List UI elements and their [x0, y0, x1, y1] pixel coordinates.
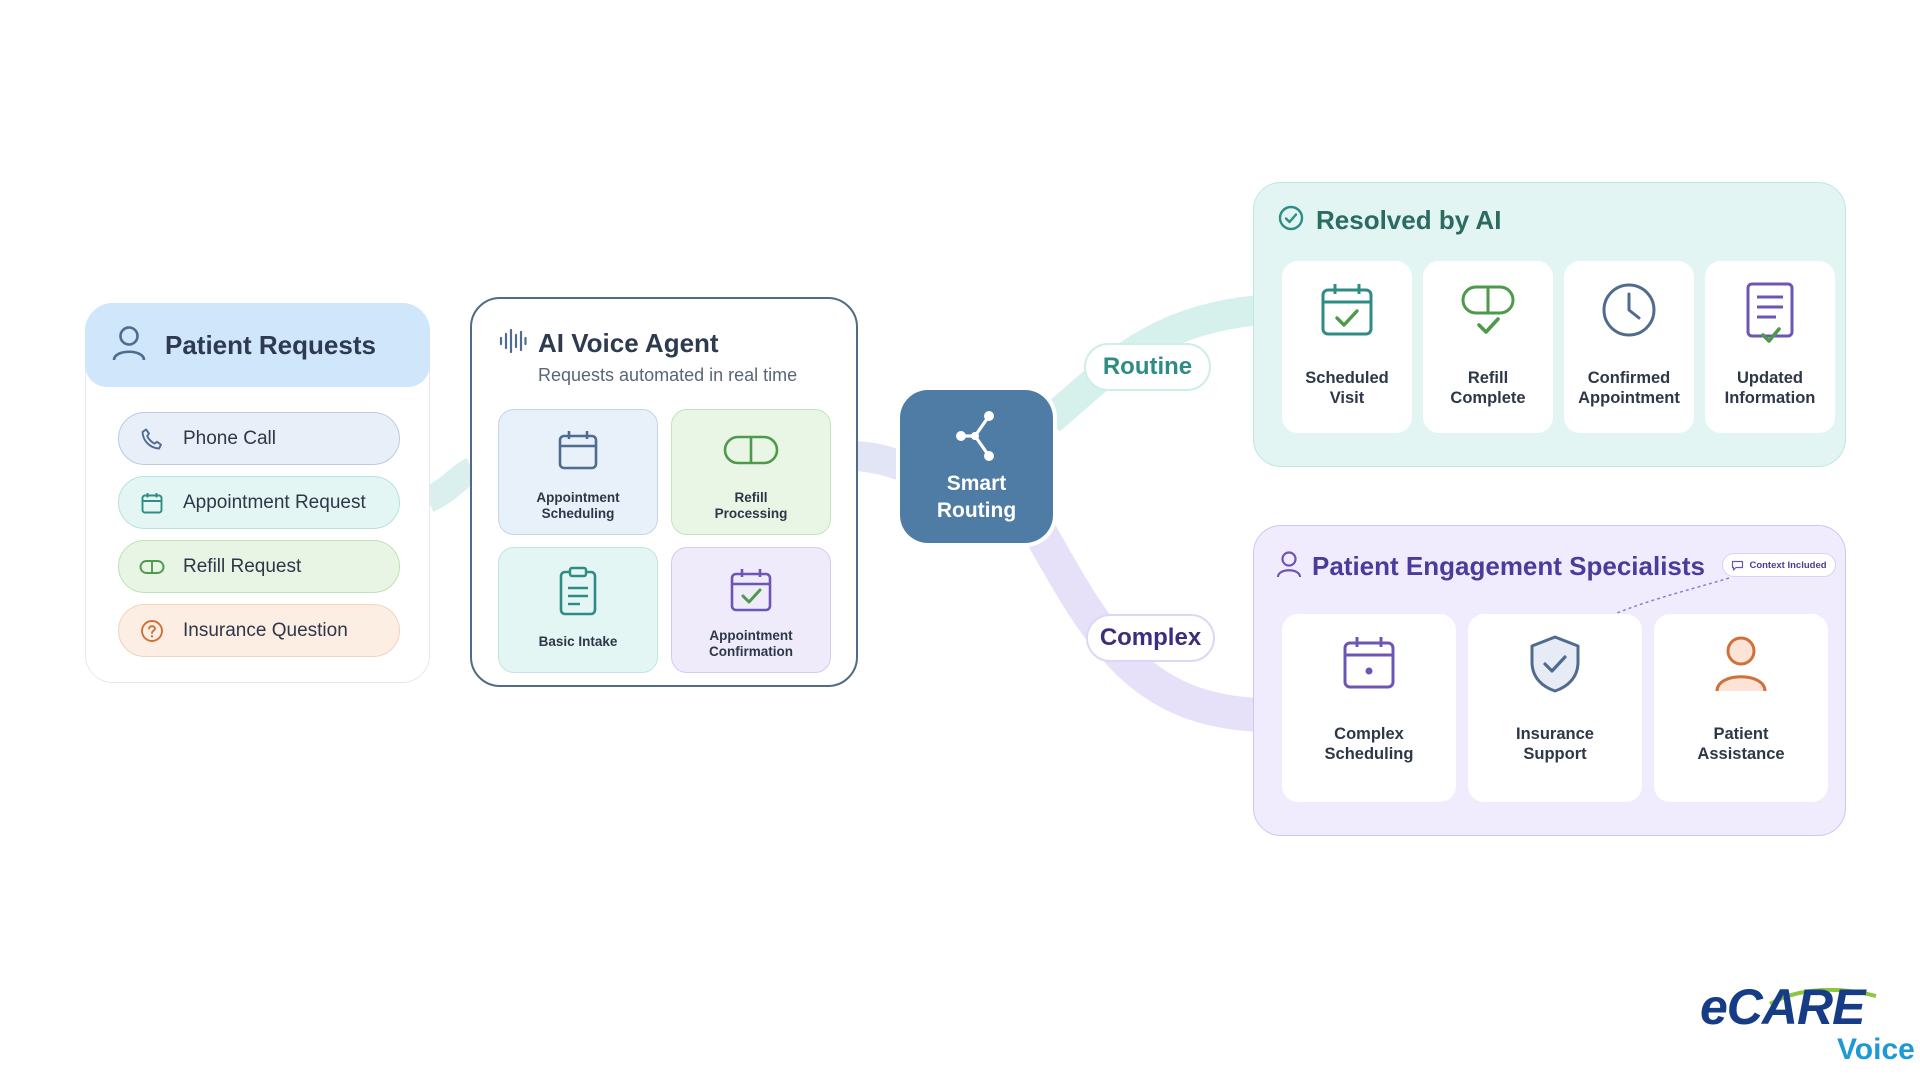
- badge-label: Context Included: [1749, 559, 1827, 571]
- card-confirmed-appointment[interactable]: Confirmed Appointment: [1564, 261, 1694, 433]
- request-refill[interactable]: Refill Request: [118, 540, 400, 593]
- request-label: Refill Request: [183, 555, 302, 577]
- clipboard-icon: [499, 566, 657, 616]
- specialists-title: Patient Engagement Specialists: [1312, 551, 1706, 581]
- tile-label: Refill Processing: [714, 490, 788, 521]
- tile-label: Basic Intake: [538, 634, 618, 649]
- logo-subtitle: Voice: [1837, 1033, 1915, 1066]
- flow-agent-to-router: [854, 441, 907, 481]
- card-label: Patient Assistance: [1697, 725, 1785, 763]
- card-label: Confirmed Appointment: [1578, 369, 1680, 407]
- card-updated-information[interactable]: Updated Information: [1705, 261, 1835, 433]
- shield-check-icon: [1468, 634, 1642, 694]
- smart-routing-node[interactable]: Smart Routing: [900, 390, 1053, 543]
- resolved-header: Resolved by AI: [1278, 205, 1501, 236]
- context-included-badge: Context Included: [1722, 553, 1836, 577]
- agent-title: AI Voice Agent: [538, 328, 719, 358]
- patient-requests-header: Patient Requests: [85, 303, 430, 387]
- pill-check-icon: [1423, 281, 1553, 341]
- logo-wordmark: eCARE: [1700, 979, 1865, 1035]
- chat-bubble-icon: [1731, 560, 1744, 571]
- flow-requests-to-agent: [422, 458, 478, 512]
- soundwave-icon: [498, 327, 528, 360]
- agent-subtitle: Requests automated in real time: [538, 365, 798, 385]
- tile-refill-processing[interactable]: Refill Processing: [671, 409, 831, 535]
- person-icon: [1654, 634, 1828, 694]
- logo-swoosh: [1769, 987, 1877, 1006]
- phone-icon: [139, 426, 165, 452]
- patient-requests-title: Patient Requests: [165, 329, 376, 360]
- request-label: Phone Call: [183, 427, 276, 449]
- user-icon: [111, 324, 147, 367]
- card-patient-assistance[interactable]: Patient Assistance: [1654, 614, 1828, 802]
- ai-voice-agent-panel: AI Voice Agent Requests automated in rea…: [470, 297, 858, 687]
- router-label: Smart Routing: [936, 472, 1017, 522]
- resolved-by-ai-panel: Resolved by AI Scheduled Visit Refill Co…: [1253, 182, 1846, 467]
- request-insurance[interactable]: Insurance Question: [118, 604, 400, 657]
- route-tag-complex: Complex: [1086, 614, 1215, 662]
- ecare-voice-logo: eCARE Voice: [1700, 978, 1915, 1078]
- tile-label: Appointment Scheduling: [536, 490, 620, 521]
- request-appointment[interactable]: Appointment Request: [118, 476, 400, 529]
- document-check-icon: [1705, 281, 1835, 347]
- tile-label: Appointment Confirmation: [709, 628, 793, 659]
- route-tag-routine: Routine: [1084, 343, 1211, 391]
- specialists-panel: Patient Engagement Specialists Context I…: [1253, 525, 1846, 836]
- pill-icon: [672, 428, 830, 476]
- resolved-title: Resolved by AI: [1316, 205, 1502, 235]
- request-phone-call[interactable]: Phone Call: [118, 412, 400, 465]
- tile-appointment-confirmation[interactable]: Appointment Confirmation: [671, 547, 831, 673]
- calendar-check-icon: [672, 566, 830, 614]
- calendar-icon: [139, 490, 165, 516]
- pill-icon: [139, 554, 165, 580]
- card-scheduled-visit[interactable]: Scheduled Visit: [1282, 261, 1412, 433]
- card-refill-complete[interactable]: Refill Complete: [1423, 261, 1553, 433]
- card-label: Refill Complete: [1450, 369, 1526, 407]
- calendar-check-icon: [1282, 281, 1412, 339]
- specialists-header: Patient Engagement Specialists: [1276, 550, 1705, 583]
- tile-basic-intake[interactable]: Basic Intake: [498, 547, 658, 673]
- user-icon: [1276, 550, 1302, 583]
- calendar-icon: [499, 428, 657, 476]
- patient-requests-panel: Patient Requests Phone Call Appointment …: [85, 303, 430, 683]
- calendar-icon: [1282, 634, 1456, 692]
- card-complex-scheduling[interactable]: Complex Scheduling: [1282, 614, 1456, 802]
- card-insurance-support[interactable]: Insurance Support: [1468, 614, 1642, 802]
- card-label: Complex Scheduling: [1324, 725, 1414, 763]
- card-label: Scheduled Visit: [1305, 369, 1389, 407]
- request-label: Insurance Question: [183, 619, 348, 641]
- clock-icon: [1564, 281, 1694, 339]
- badge-connector: [1616, 577, 1730, 614]
- tile-appointment-scheduling[interactable]: Appointment Scheduling: [498, 409, 658, 535]
- question-icon: [139, 618, 165, 644]
- check-circle-icon: [1278, 205, 1304, 236]
- request-label: Appointment Request: [183, 491, 366, 513]
- card-label: Updated Information: [1724, 369, 1816, 407]
- card-label: Insurance Support: [1516, 725, 1594, 763]
- share-node-icon: [900, 408, 1053, 464]
- agent-header: AI Voice Agent: [498, 327, 719, 360]
